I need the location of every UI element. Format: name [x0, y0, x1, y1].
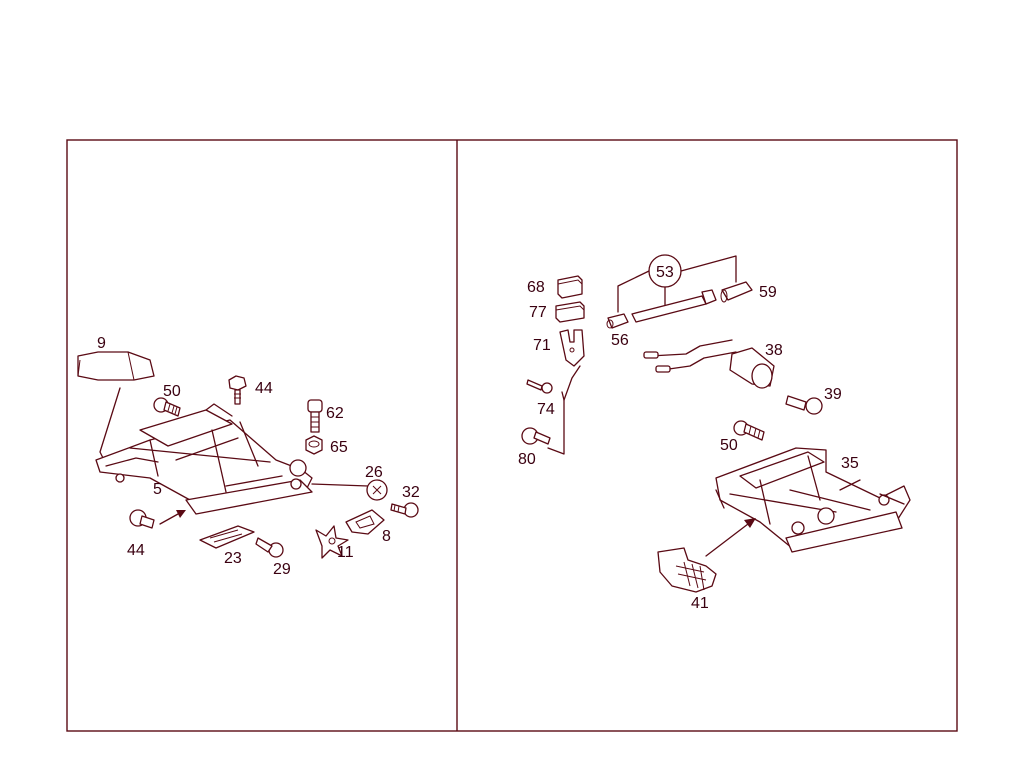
part-44-upper-bolt[interactable]: [228, 375, 247, 405]
callout-32: 32: [402, 484, 420, 501]
part-32-screw[interactable]: [390, 502, 419, 518]
callout-44-lower: 44: [127, 542, 145, 559]
leader-9: [99, 387, 121, 461]
left-panel: 9 50 44 62 65 26 32 5 44 23 29 11 8: [77, 335, 420, 578]
part-44-lower-bolt[interactable]: [129, 509, 155, 529]
part-41-switch[interactable]: [657, 547, 717, 593]
arrow-head-41: [744, 518, 756, 528]
callout-50-right: 50: [720, 437, 738, 454]
callout-35: 35: [841, 455, 859, 472]
part-50-bolt[interactable]: [153, 397, 181, 417]
part-5-seat-frame[interactable]: [95, 403, 313, 515]
callout-53: 53: [656, 264, 674, 281]
callout-62: 62: [326, 405, 344, 422]
part-39-screw[interactable]: [785, 395, 823, 415]
part-62-screw[interactable]: [307, 399, 323, 433]
bracket-71: [563, 365, 581, 401]
callout-23: 23: [224, 550, 242, 567]
part-68-cap[interactable]: [557, 275, 583, 299]
callout-74: 74: [537, 401, 555, 418]
callout-80: 80: [518, 451, 536, 468]
leader-5-arrow: [159, 513, 179, 525]
leader-41-arrow: [705, 523, 749, 557]
callout-29: 29: [273, 561, 291, 578]
part-77-bushing[interactable]: [555, 301, 585, 323]
callout-65: 65: [330, 439, 348, 456]
arrow-head-5: [176, 510, 186, 518]
callout-44-upper: 44: [255, 380, 273, 397]
part-59-sleeve[interactable]: [720, 281, 753, 303]
diagram-frame: [66, 139, 958, 732]
part-65-nut[interactable]: [305, 435, 323, 455]
callout-71: 71: [533, 337, 551, 354]
callout-39: 39: [824, 386, 842, 403]
part-29-screw[interactable]: [255, 537, 284, 558]
part-74-pin[interactable]: [526, 379, 553, 394]
callout-8: 8: [382, 528, 391, 545]
callout-68: 68: [527, 279, 545, 296]
callout-41: 41: [691, 595, 709, 612]
part-9-pad[interactable]: [77, 351, 155, 381]
part-50-right-bolt[interactable]: [733, 420, 765, 441]
part-23-cover[interactable]: [199, 525, 255, 549]
right-panel: 68 77 71 74 80 53 59 56 38 39 50 35 41: [518, 254, 911, 612]
part-35-seat-frame[interactable]: [715, 447, 911, 553]
leader-26: [311, 483, 369, 487]
callout-59: 59: [759, 284, 777, 301]
callout-77: 77: [529, 304, 547, 321]
part-38-motor[interactable]: [643, 339, 775, 389]
bracket-74-80: [547, 391, 565, 455]
callout-9: 9: [97, 335, 106, 352]
callout-38: 38: [765, 342, 783, 359]
part-11-star-knob[interactable]: [315, 525, 349, 559]
part-71-fork[interactable]: [559, 329, 585, 367]
callout-56: 56: [611, 332, 629, 349]
part-26-cap[interactable]: [366, 479, 388, 501]
part-53-shaft[interactable]: [631, 289, 717, 323]
callout-11: 11: [337, 544, 354, 561]
part-56-connector[interactable]: [606, 313, 629, 329]
callout-26: 26: [365, 464, 383, 481]
part-8-clip[interactable]: [345, 509, 385, 535]
part-80-screw[interactable]: [521, 427, 551, 445]
callout-5: 5: [153, 481, 162, 498]
callout-50: 50: [163, 383, 181, 400]
